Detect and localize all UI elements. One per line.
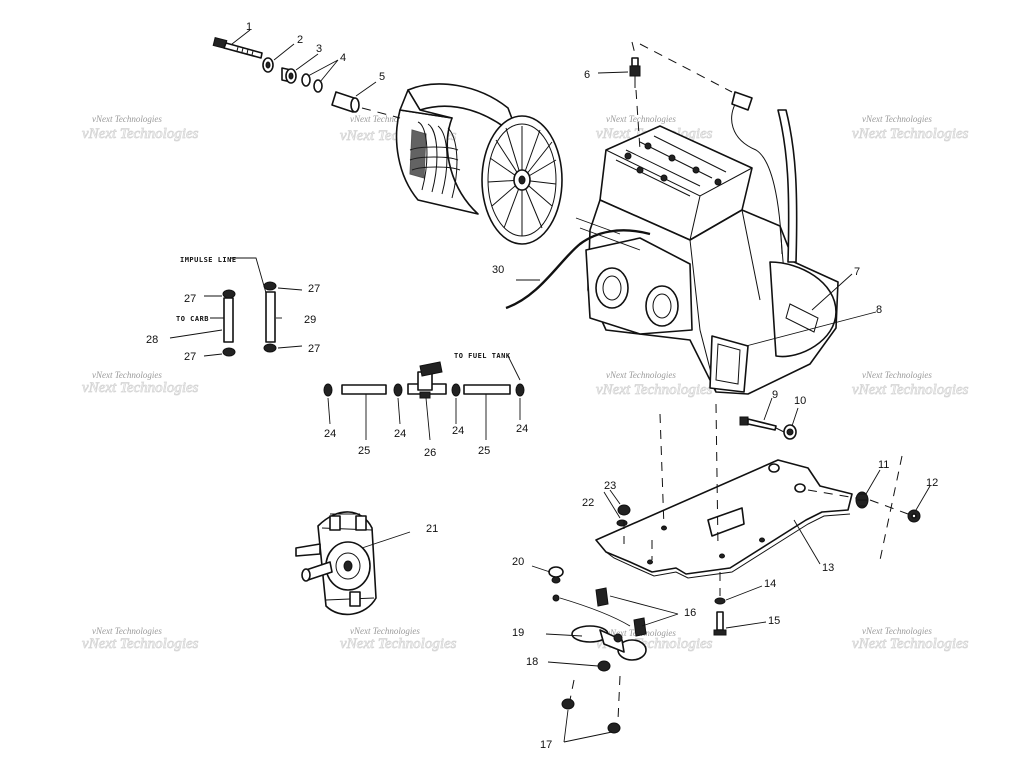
callout-24-a: 24 xyxy=(324,428,336,440)
part-13-engine-plate xyxy=(595,459,853,579)
callout-16: 16 xyxy=(684,607,696,619)
to-fuel-tank-note: TO FUEL TANK xyxy=(454,352,511,360)
callout-20: 20 xyxy=(512,556,524,568)
part-17-nuts xyxy=(561,698,621,734)
mount-hardware xyxy=(548,566,647,734)
watermark-shadow: vNext Technologies xyxy=(852,126,969,142)
part-20-grommet xyxy=(548,566,564,602)
watermark-text: vNext Technologies xyxy=(92,626,162,636)
clutch-spokes xyxy=(487,126,557,236)
part-16-springs xyxy=(559,587,647,637)
callout-23: 23 xyxy=(604,480,616,492)
callout-1: 1 xyxy=(246,21,252,33)
watermark-shadow: vNext Technologies xyxy=(340,636,457,652)
assembly-lines xyxy=(361,41,909,721)
part-28-hose xyxy=(223,297,234,343)
callout-24-c: 24 xyxy=(452,425,464,437)
watermark-shadow: vNext Technologies xyxy=(596,382,713,398)
part-25-hoses xyxy=(341,384,511,395)
part-3-spacer xyxy=(281,67,297,84)
callout-leaders xyxy=(169,29,931,743)
watermark-text: vNext Technologies xyxy=(92,370,162,380)
callout-27-b: 27 xyxy=(184,351,196,363)
callout-27-c: 27 xyxy=(308,283,320,295)
callout-25-a: 25 xyxy=(358,445,370,457)
impulse-line-group: IMPULSE LINE TO CARB xyxy=(176,256,277,357)
watermark-shadow: vNext Technologies xyxy=(82,636,199,652)
part-6-spark-plug xyxy=(629,57,641,88)
part-26-fuel-valve xyxy=(407,361,447,399)
part-18-nut xyxy=(597,660,611,672)
part-21-fuel-pump xyxy=(295,511,377,616)
part-5-bushing xyxy=(331,91,360,113)
part-29-hose xyxy=(265,291,276,343)
watermark-shadow: vNext Technologies xyxy=(82,126,199,142)
part-27-clamps xyxy=(222,281,277,357)
callout-12: 12 xyxy=(926,477,938,489)
callout-19: 19 xyxy=(512,627,524,639)
callout-2: 2 xyxy=(297,34,303,46)
watermark-text: vNext Technologies xyxy=(606,114,676,124)
watermark-text: vNext Technologies xyxy=(862,626,932,636)
watermark-text: vNext Technologies xyxy=(862,114,932,124)
watermark-shadow: vNext Technologies xyxy=(82,380,199,396)
fuel-line-group: TO FUEL TANK xyxy=(323,352,525,399)
callout-9: 9 xyxy=(772,389,778,401)
watermark-shadow: vNext Technologies xyxy=(852,382,969,398)
callout-24-d: 24 xyxy=(516,423,528,435)
part-9-bolt xyxy=(739,416,777,431)
callout-7: 7 xyxy=(854,266,860,278)
impulse-line-note: IMPULSE LINE xyxy=(180,256,237,264)
part-22-washer xyxy=(616,519,628,527)
callout-15: 15 xyxy=(768,615,780,627)
part-14-washer xyxy=(714,597,726,605)
callout-6: 6 xyxy=(584,69,590,81)
part-15-bolt xyxy=(713,611,727,636)
callout-21: 21 xyxy=(426,523,438,535)
callout-13: 13 xyxy=(822,562,834,574)
to-carb-note: TO CARB xyxy=(176,315,209,323)
callout-5: 5 xyxy=(379,71,385,83)
callout-29: 29 xyxy=(304,314,316,326)
callout-27-a: 27 xyxy=(184,293,196,305)
clutch-bolt-assembly xyxy=(212,37,360,113)
watermark-shadow: vNext Technologies xyxy=(852,636,969,652)
part-30-throttle-cable xyxy=(505,229,651,310)
callout-28: 28 xyxy=(146,334,158,346)
part-4-o-rings xyxy=(301,73,323,93)
watermark-text: vNext Technologies xyxy=(606,370,676,380)
part-1-bolt xyxy=(212,37,263,59)
callout-10: 10 xyxy=(794,395,806,407)
part-10-nut xyxy=(783,424,797,440)
callout-14: 14 xyxy=(764,578,776,590)
callout-3: 3 xyxy=(316,43,322,55)
watermark-text: vNext Technologies xyxy=(350,626,420,636)
callout-27-d: 27 xyxy=(308,343,320,355)
callout-11: 11 xyxy=(878,459,889,471)
drive-clutch xyxy=(395,83,563,245)
callout-8: 8 xyxy=(876,304,882,316)
watermark-text: vNext Technologies xyxy=(350,114,420,124)
callout-4: 4 xyxy=(340,52,346,64)
callout-18: 18 xyxy=(526,656,538,668)
watermark-text: vNext Technologies xyxy=(92,114,162,124)
part-12-nut xyxy=(907,509,921,523)
watermark-layer: vNext Technologies vNext Technologies vN… xyxy=(82,114,969,652)
callout-25-b: 25 xyxy=(478,445,490,457)
part-19-mount-bracket xyxy=(571,625,647,661)
callout-30: 30 xyxy=(492,264,504,276)
part-2-washer xyxy=(262,57,274,73)
part-23-nut xyxy=(617,504,631,516)
engine-assembly xyxy=(575,91,839,395)
callout-17: 17 xyxy=(540,739,552,751)
part-24-clamps xyxy=(323,383,525,397)
callout-22: 22 xyxy=(582,497,594,509)
callout-24-b: 24 xyxy=(394,428,406,440)
callout-26: 26 xyxy=(424,447,436,459)
watermark-text: vNext Technologies xyxy=(862,370,932,380)
part-11-damper xyxy=(855,491,869,509)
callout-numbers: 1 2 3 4 5 6 7 8 9 10 11 12 13 14 15 16 1… xyxy=(146,21,938,751)
